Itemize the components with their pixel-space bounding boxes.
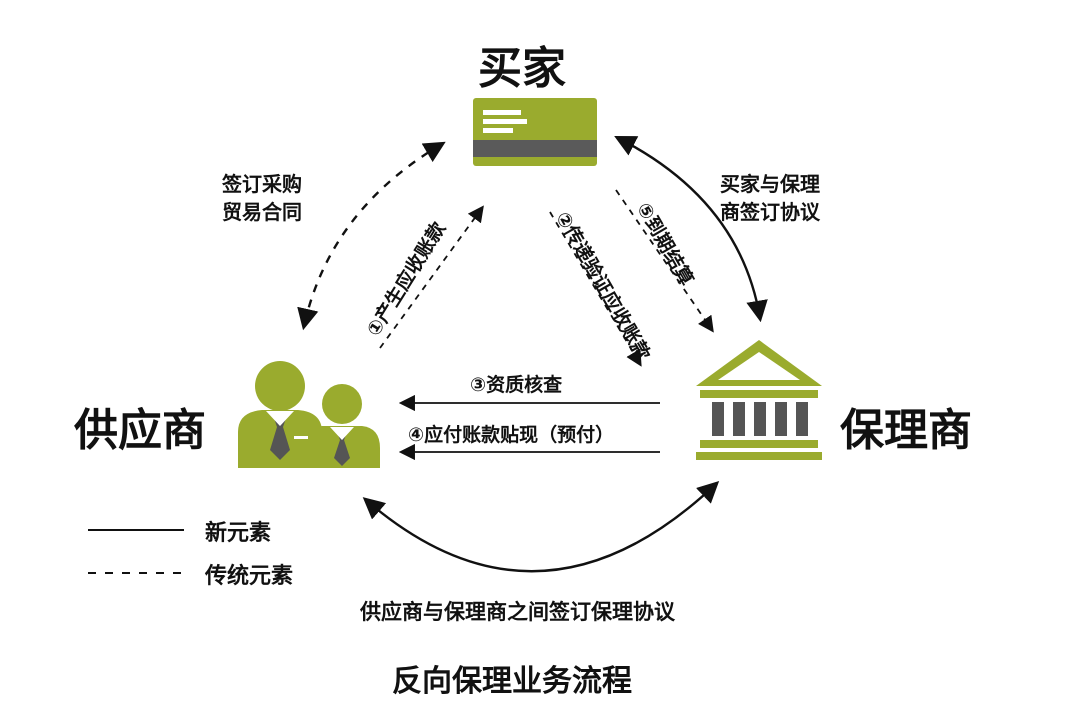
diagram-title: 反向保理业务流程 — [392, 664, 632, 699]
bank-building-icon — [696, 340, 822, 460]
supplier-factor-label: 供应商与保理商之间签订保理协议 — [360, 600, 675, 624]
legend-dashed-label: 传统元素 — [205, 564, 294, 589]
contract-label-line2: 贸易合同 — [222, 200, 302, 224]
contract-label: 签订采购 贸易合同 — [222, 170, 302, 226]
step5-arrow — [615, 189, 714, 333]
step3-label: ③资质核查 — [470, 374, 563, 396]
legend-solid-label: 新元素 — [205, 521, 272, 546]
buyer-factor-agreement-arrow — [614, 136, 768, 323]
factor-label: 保理商 — [840, 405, 972, 456]
buyer-label: 买家 — [478, 43, 566, 94]
step2-arrow — [549, 211, 642, 367]
buyer-factor-label-line2: 商签订协议 — [720, 200, 820, 224]
supplier-factor-agreement-arrow — [362, 481, 720, 573]
step1-arrow — [379, 205, 484, 349]
step4-label: ④应付账款贴现（预付） — [408, 424, 615, 446]
buyer-factor-label-line1: 买家与保理 — [720, 172, 820, 196]
contract-label-line1: 签订采购 — [222, 172, 302, 196]
buyer-factor-label: 买家与保理 商签订协议 — [720, 170, 820, 226]
credit-card-icon — [473, 98, 597, 166]
supplier-label: 供应商 — [74, 405, 206, 456]
business-people-icon — [238, 361, 380, 468]
